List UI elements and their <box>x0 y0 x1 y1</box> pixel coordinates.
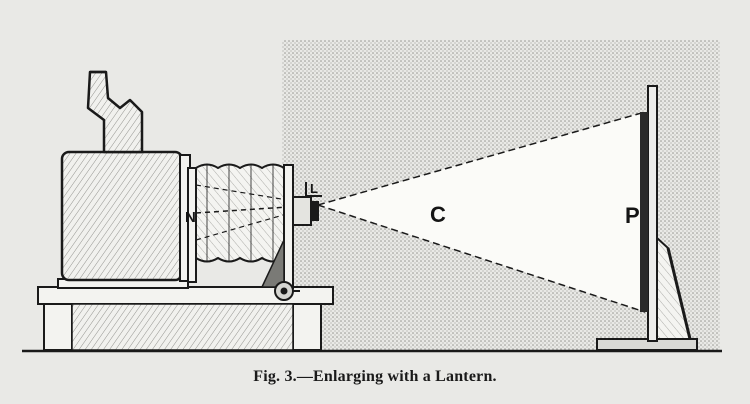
condenser-housing: N <box>179 154 197 283</box>
lantern-body <box>57 70 189 289</box>
projection-screen <box>596 85 698 351</box>
focusing-knob <box>274 281 300 301</box>
condenser-mark: N <box>185 209 196 226</box>
lens-mark: L <box>310 181 318 196</box>
lens-standard: L <box>260 164 322 289</box>
cone-mark: C <box>430 202 446 227</box>
screen-mark: P <box>625 203 640 228</box>
table <box>37 286 334 351</box>
cone-upper-ray <box>317 111 646 206</box>
cone-lower-ray <box>317 204 646 313</box>
light-cone <box>318 112 645 312</box>
figure-caption: Fig. 3.—Enlarging with a Lantern. <box>253 368 497 385</box>
